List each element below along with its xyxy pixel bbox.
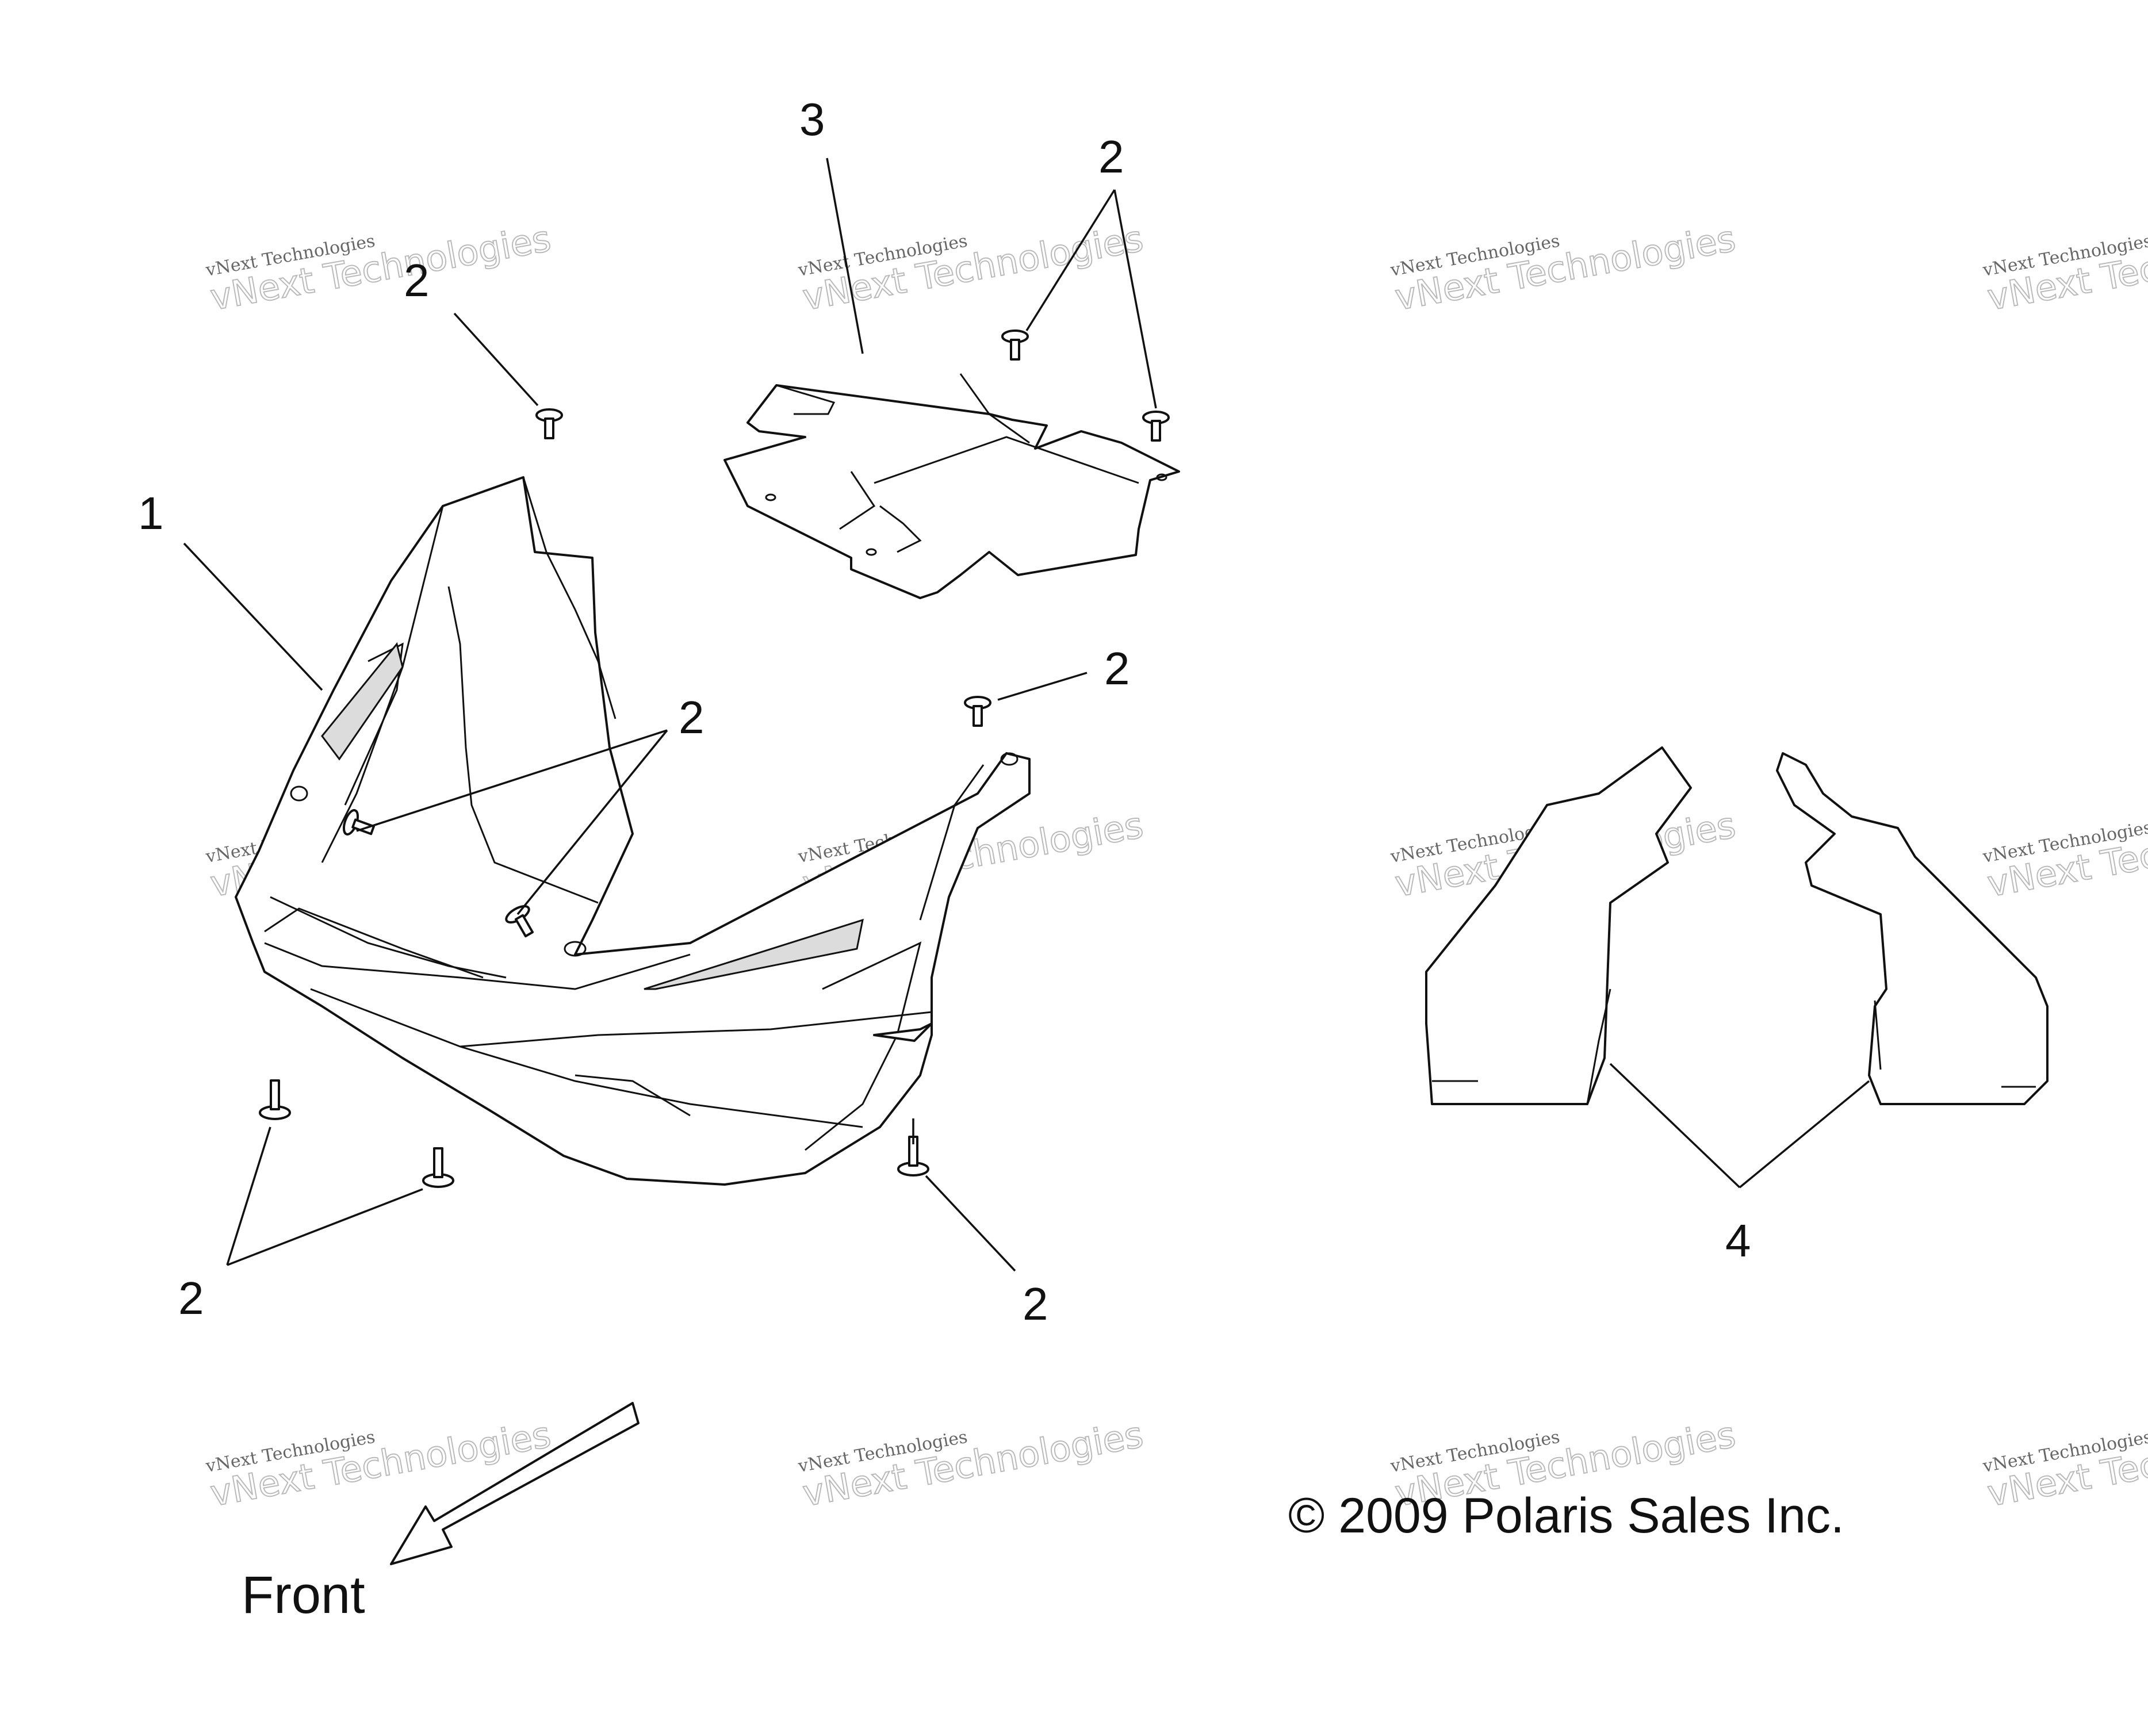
watermark-text: vNext Technologies — [799, 1413, 1146, 1515]
front-label: Front — [242, 1566, 365, 1624]
fastener-icon — [535, 408, 563, 439]
fastener-icon — [259, 1079, 291, 1120]
watermark-text: vNext Technologies — [1392, 217, 1739, 319]
fastener-icon — [964, 696, 991, 727]
part-3-top-panel — [723, 373, 1180, 599]
fastener-icon — [342, 809, 375, 836]
front-arrow: Front — [242, 1402, 640, 1624]
watermark-text: vNext Technologies — [799, 217, 1146, 319]
callout-4: 4 — [1725, 1215, 1751, 1266]
watermark-text: vNext Technologies — [207, 217, 554, 319]
callouts: 3 2 2 1 2 2 2 2 4 — [138, 94, 1751, 1329]
fastener-icon — [422, 1147, 454, 1188]
callout-2: 2 — [1023, 1278, 1048, 1329]
callout-2: 2 — [404, 255, 430, 306]
watermark-text: vNext Technologies — [207, 1413, 554, 1515]
fastener-icon — [897, 1136, 929, 1177]
callout-2: 2 — [1104, 643, 1130, 694]
callout-2: 2 — [178, 1273, 204, 1324]
fastener-icon — [1142, 411, 1170, 442]
fastener-icon — [1001, 329, 1029, 361]
callout-2: 2 — [1098, 131, 1124, 182]
callout-2: 2 — [679, 692, 704, 743]
leader-lines — [183, 158, 1870, 1272]
part-1-nose-hood — [235, 476, 1031, 1186]
copyright-text: © 2009 Polaris Sales Inc. — [1288, 1488, 1844, 1543]
fastener-group — [259, 329, 1170, 1188]
part-4-side-pieces — [1425, 746, 2049, 1105]
callout-1: 1 — [138, 488, 164, 539]
callout-3: 3 — [799, 94, 825, 145]
